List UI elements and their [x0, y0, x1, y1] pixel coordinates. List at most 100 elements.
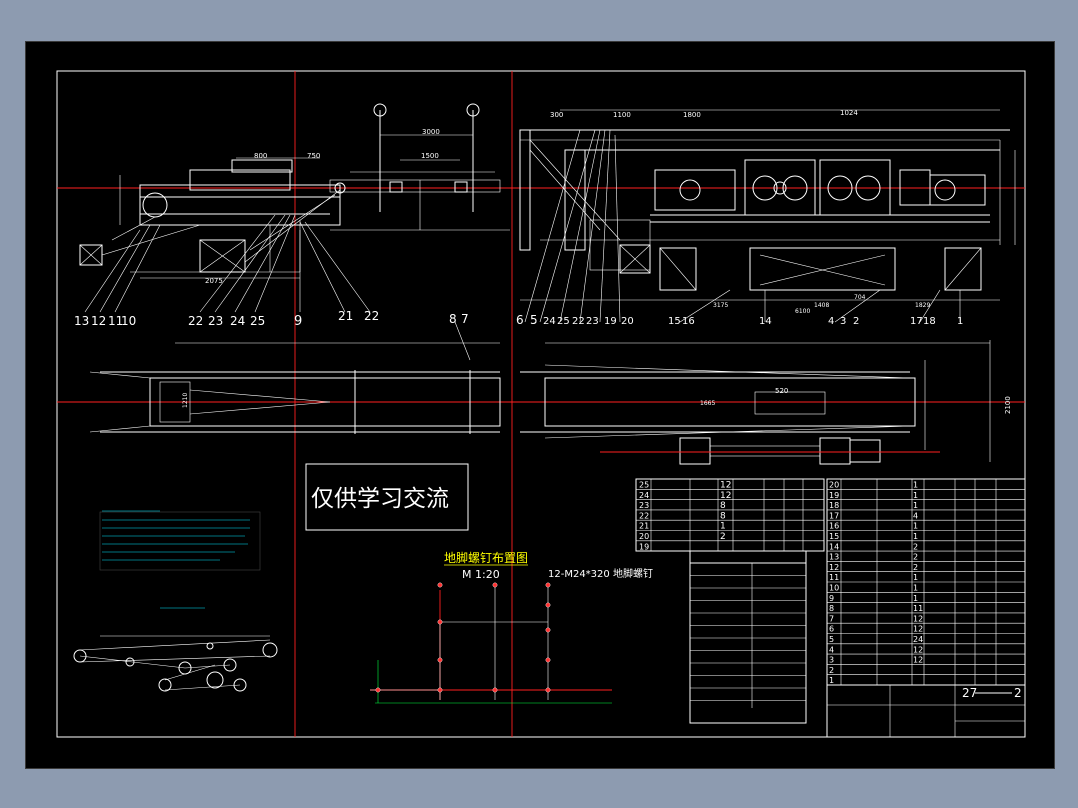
bom-right-qty: 4: [913, 511, 918, 520]
bom-left-item-number: 20: [639, 532, 649, 541]
bom-right-qty: 1: [913, 491, 918, 500]
callout-6: 6: [516, 313, 524, 327]
plan-view: [89, 340, 991, 465]
bom-right-qty: 11: [913, 604, 923, 613]
bom-right-item-number: 16: [829, 522, 839, 531]
dim-1100: 1100: [613, 111, 631, 119]
callout-22-b: 22: [364, 309, 379, 323]
callout-23-r: 23: [586, 316, 599, 327]
callout-25: 25: [250, 314, 265, 328]
callout-15: 15: [668, 316, 681, 327]
callout-21: 21: [338, 309, 353, 323]
dim-520: 520: [775, 387, 788, 395]
dim-2100: 2100: [1004, 396, 1012, 414]
bom-right-qty: 24: [913, 635, 923, 644]
leader-lines: [84, 129, 961, 361]
drawing-number-left: 27: [962, 686, 977, 700]
bom-right-qty: 1: [913, 481, 918, 490]
belt-routing-diagram: [79, 635, 271, 691]
dim-1800: 1800: [683, 111, 701, 119]
bom-right: [826, 478, 1026, 738]
callout-7: 7: [461, 312, 469, 326]
bom-right-item-number: 4: [829, 645, 834, 654]
dim-1024: 1024: [840, 109, 858, 117]
spec-table: [689, 550, 807, 724]
bom-left-item-number: 23: [639, 501, 649, 510]
bom-right-qty: 1: [913, 532, 918, 541]
callouts-left: 13 12 11 10 22 23 24 25 9 21 22 8 7: [74, 309, 469, 329]
callout-18: 18: [923, 316, 936, 327]
callout-2: 2: [853, 316, 859, 327]
bom-right-item-number: 15: [829, 532, 839, 541]
callout-4: 4: [828, 316, 834, 327]
spec-table-rows: [690, 562, 806, 701]
bom-right-qty: 2: [913, 542, 918, 551]
bom-left-qty: 1: [720, 522, 726, 532]
bom-right-item-number: 1: [829, 676, 834, 685]
callout-3: 3: [840, 316, 846, 327]
bolt-hole-9: [437, 687, 443, 693]
bom-right-qty: 1: [913, 584, 918, 593]
bom-left: [635, 478, 825, 552]
callout-9: 9: [294, 314, 302, 329]
bom-left-item-number: 24: [639, 491, 649, 500]
bolt-hole-1: [492, 582, 498, 588]
bolt-hole-10: [492, 687, 498, 693]
bom-right-qty: 12: [913, 645, 923, 654]
bom-left-item-number: 19: [639, 542, 649, 551]
bom-right-item-number: 2: [829, 666, 834, 675]
dim-1829: 1829: [915, 302, 930, 309]
dim-3175: 3175: [713, 302, 728, 309]
bom-left-item-number: 21: [639, 522, 649, 531]
callout-5: 5: [530, 313, 538, 327]
callout-24: 24: [230, 314, 245, 328]
bom-right-item-number: 8: [829, 604, 834, 613]
callout-17: 17: [910, 316, 923, 327]
callout-10: 10: [121, 314, 136, 328]
dim-2075: 2075: [205, 277, 223, 285]
bolt-hole-2: [545, 582, 551, 588]
bom-right-item-number: 14: [829, 542, 839, 551]
bom-left-qty: 8: [720, 501, 726, 511]
bom-right-item-number: 13: [829, 553, 839, 562]
callout-24-r: 24: [543, 316, 556, 327]
bom-right-qty: 1: [913, 501, 918, 510]
bom-right-item-number: 10: [829, 584, 839, 593]
bom-left-qty: 8: [720, 511, 726, 521]
bom-right-item-number: 12: [829, 563, 839, 572]
callout-14: 14: [759, 316, 772, 327]
callout-19: 19: [604, 316, 617, 327]
bom-right-item-number: 17: [829, 511, 839, 520]
bom-right-item-number: 18: [829, 501, 839, 510]
callout-23: 23: [208, 314, 223, 328]
bom-right-item-number: 3: [829, 656, 834, 665]
bom-right-qty: 2: [913, 563, 918, 572]
bolt-hole-3: [437, 619, 443, 625]
bom-left-item-number: 25: [639, 481, 649, 490]
bolt-hole-8: [545, 687, 551, 693]
bom-right-item-number: 20: [829, 481, 839, 490]
callout-12: 12: [91, 314, 106, 328]
callouts-right: 6 5 24 25 22 23 19 20 15 16 14 4 3 2 17 …: [516, 313, 963, 327]
bom-right-item-number: 11: [829, 573, 839, 582]
bom-right-qty: 2: [913, 553, 918, 562]
bom-right-rows: 2019181716151413121110987654321111411222…: [827, 481, 1025, 685]
dim-704: 704: [854, 294, 866, 301]
callout-8: 8: [449, 312, 457, 326]
bolt-hole-5: [545, 627, 551, 633]
notes-area: [99, 511, 261, 571]
callout-11: 11: [108, 314, 123, 328]
bom-left-qty: 12: [720, 481, 731, 491]
bom-right-item-number: 6: [829, 625, 834, 634]
dim-800: 800: [254, 152, 267, 160]
callout-16: 16: [682, 316, 695, 327]
bom-right-qty: 1: [913, 594, 918, 603]
bom-left-item-number: 22: [639, 511, 649, 520]
elevation-left: [79, 103, 510, 279]
callout-13: 13: [74, 314, 89, 328]
bom-right-qty: 12: [913, 656, 923, 665]
bolt-hole-11: [375, 687, 381, 693]
bom-right-qty: 12: [913, 625, 923, 634]
